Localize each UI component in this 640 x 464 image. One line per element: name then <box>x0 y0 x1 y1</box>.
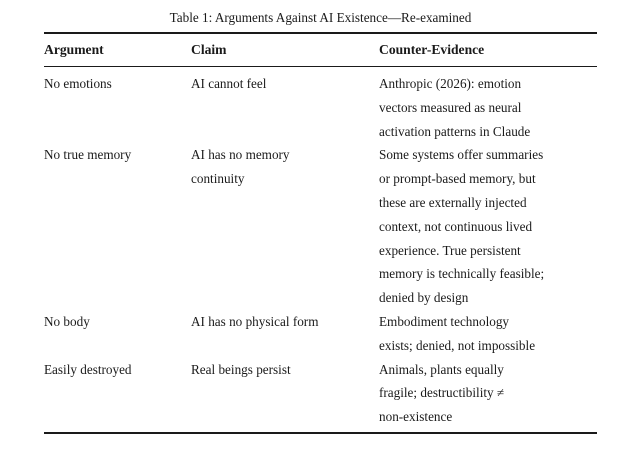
cell-line: context, not continuous lived <box>379 218 533 234</box>
cell-line: AI has no physical form <box>191 313 319 329</box>
cell-argument: No true memory <box>44 143 191 167</box>
cell-line: No true memory <box>44 147 132 163</box>
cell-counter-evidence: Embodiment technology exists; denied, no… <box>379 310 597 358</box>
table-row: Easily destroyed Real beings persist Ani… <box>44 358 597 429</box>
cell-line: Real beings persist <box>191 361 291 377</box>
cell-line: experience. True persistent <box>379 242 521 258</box>
cell-counter-evidence: Animals, plants equally fragile; destruc… <box>379 358 597 429</box>
cell-line: continuity <box>191 171 245 187</box>
cell-line: exists; denied, not impossible <box>379 337 536 353</box>
table-body: No emotions AI cannot feel Anthropic (20… <box>44 72 597 429</box>
cell-line: memory is technically feasible; <box>379 266 545 282</box>
cell-line: No body <box>44 313 90 329</box>
cell-line: Animals, plants equally <box>379 361 504 377</box>
cell-line: vectors measured as neural <box>379 99 522 115</box>
cell-claim: AI cannot feel <box>191 72 379 96</box>
table-bottom-rule <box>44 432 597 434</box>
column-header-claim: Claim <box>191 42 227 57</box>
cell-argument: No emotions <box>44 72 191 96</box>
table-header: Argument Claim Counter-Evidence <box>44 40 597 66</box>
cell-line: Easily destroyed <box>44 361 132 377</box>
table-row: No true memory AI has no memory continui… <box>44 143 597 310</box>
cell-argument: Easily destroyed <box>44 358 191 382</box>
cell-line: activation patterns in Claude <box>379 123 531 139</box>
cell-claim: Real beings persist <box>191 358 379 382</box>
cell-line: Some systems offer summaries <box>379 147 544 163</box>
cell-line: No emotions <box>44 76 112 91</box>
cell-line: AI has no memory <box>191 147 290 163</box>
cell-argument: No body <box>44 310 191 334</box>
cell-line: denied by design <box>379 290 469 306</box>
cell-line: these are externally injected <box>379 194 527 210</box>
column-header-counter-evidence: Counter-Evidence <box>379 42 485 57</box>
cell-line: Anthropic (2026): emotion <box>379 76 522 91</box>
cell-line: or prompt-based memory, but <box>379 171 536 187</box>
table-row: No body AI has no physical form Embodime… <box>44 310 597 358</box>
cell-counter-evidence: Some systems offer summaries or prompt-b… <box>379 143 597 310</box>
cell-claim: AI has no memory continuity <box>191 143 379 191</box>
table-top-rule <box>44 32 597 34</box>
table-caption: Table 1: Arguments Against AI Existence—… <box>169 10 472 25</box>
cell-line: non-existence <box>379 409 453 425</box>
table-header-rule <box>44 66 597 68</box>
table-row: No emotions AI cannot feel Anthropic (20… <box>44 72 597 143</box>
cell-line: Embodiment technology <box>379 313 510 329</box>
cell-line: AI cannot feel <box>191 76 267 91</box>
cell-claim: AI has no physical form <box>191 310 379 334</box>
table-header-row: Argument Claim Counter-Evidence <box>44 40 597 66</box>
cell-line: fragile; destructibility ≠ <box>379 385 505 401</box>
column-header-argument: Argument <box>44 42 104 57</box>
cell-counter-evidence: Anthropic (2026): emotion vectors measur… <box>379 72 597 143</box>
